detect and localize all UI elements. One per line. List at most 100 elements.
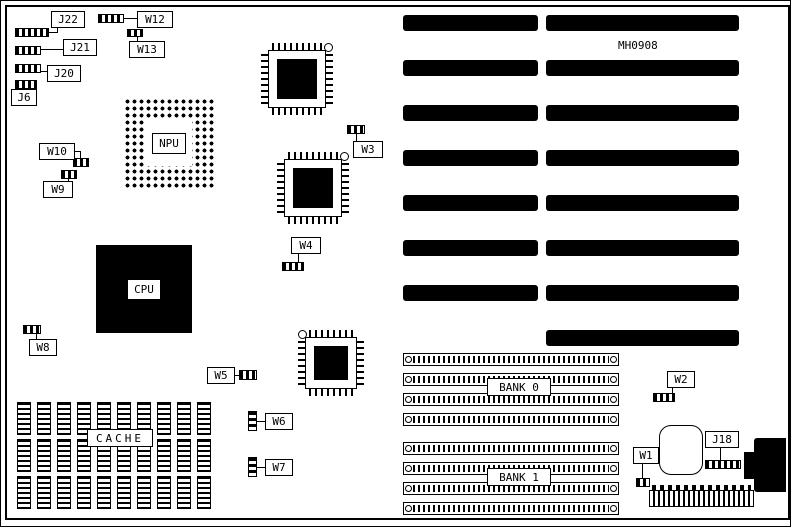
cache-chip — [177, 476, 191, 509]
simm-contacts — [413, 356, 609, 363]
jumper-label-w9: W9 — [43, 181, 73, 198]
cache-chip — [37, 476, 51, 509]
cache-chip — [77, 402, 91, 435]
cache-chip — [57, 439, 71, 472]
expansion-slot — [546, 285, 739, 301]
qfp-body — [305, 337, 357, 389]
simm-contacts — [413, 485, 609, 492]
jumper-pins-w13 — [127, 29, 143, 37]
expansion-slot — [546, 330, 739, 346]
cache-chip — [37, 439, 51, 472]
qfp-pins — [326, 54, 333, 104]
qfp-core — [293, 168, 333, 208]
jumper-label-w1: W1 — [633, 447, 659, 464]
qfp-pins — [357, 341, 364, 385]
jumper-pins-w5 — [239, 370, 257, 380]
leader-line — [124, 18, 137, 19]
qfp-pins — [261, 54, 268, 104]
expansion-slot — [403, 195, 538, 211]
leader-line — [672, 387, 673, 394]
keyboard-connector — [744, 452, 756, 479]
jumper-pins-j18 — [705, 460, 741, 469]
leader-line — [41, 49, 63, 50]
leader-line — [642, 463, 643, 479]
jumper-pins-j6 — [15, 80, 37, 89]
leader-line — [80, 151, 81, 159]
leader-line — [57, 27, 58, 33]
jumper-pins-w9 — [61, 170, 77, 179]
jumper-pins-w6 — [248, 411, 257, 431]
qfp-pins — [288, 152, 338, 159]
jumper-label-w13: W13 — [129, 41, 165, 58]
simm-contacts — [413, 505, 609, 512]
leader-line — [356, 133, 357, 142]
qfp-pins — [277, 163, 284, 213]
leader-line — [257, 467, 266, 468]
simm-socket — [403, 353, 619, 366]
leader-line — [36, 333, 37, 340]
jumper-label-j21: J21 — [63, 39, 97, 56]
power-connector — [649, 485, 754, 507]
jumper-pins-w8 — [23, 325, 41, 334]
cache-chip — [197, 402, 211, 435]
npu-chip-center: NPU — [146, 120, 192, 166]
jumper-pins-j21 — [15, 46, 41, 55]
expansion-slot — [546, 60, 739, 76]
leader-line — [234, 375, 240, 376]
jumper-label-w2: W2 — [667, 371, 695, 388]
cache-chip — [37, 402, 51, 435]
cache-chip — [177, 402, 191, 435]
qfp-pins — [298, 341, 305, 385]
simm-socket — [403, 413, 619, 426]
jumper-label-j22: J22 — [51, 11, 85, 28]
cache-chip — [77, 439, 91, 472]
leader-line — [49, 32, 58, 33]
jumper-label-w12: W12 — [137, 11, 173, 28]
expansion-slot — [403, 105, 538, 121]
simm-contacts — [413, 416, 609, 423]
jumper-label-w4: W4 — [291, 237, 321, 254]
jumper-label-w7: W7 — [265, 459, 293, 476]
expansion-slot — [403, 150, 538, 166]
cache-chip — [157, 476, 171, 509]
cache-array — [17, 402, 211, 509]
qfp-chip — [277, 152, 349, 224]
cache-chip — [57, 476, 71, 509]
jumper-label-w3: W3 — [353, 141, 383, 158]
cache-chip — [97, 476, 111, 509]
expansion-slot — [546, 240, 739, 256]
leader-line — [137, 36, 138, 41]
cpu-label: CPU — [127, 278, 161, 300]
expansion-slot — [403, 285, 538, 301]
qfp-pins — [309, 330, 353, 337]
leader-line — [720, 447, 721, 461]
jumper-label-w6: W6 — [265, 413, 293, 430]
expansion-slot — [546, 15, 739, 31]
qfp-pins — [288, 217, 338, 224]
jumper-label-w5: W5 — [207, 367, 235, 384]
jumper-pins-w4 — [282, 262, 304, 271]
qfp-pins — [272, 108, 322, 115]
expansion-slot — [403, 15, 538, 31]
qfp-pins — [272, 43, 322, 50]
qfp-core — [314, 346, 348, 380]
cache-chip — [137, 476, 151, 509]
pin1-marker-icon — [298, 330, 307, 339]
qfp-pins — [342, 163, 349, 213]
cache-chip — [197, 439, 211, 472]
simm-socket — [403, 502, 619, 515]
jumper-pins-j22 — [15, 28, 49, 37]
pin1-marker-icon — [324, 43, 333, 52]
battery — [659, 425, 703, 475]
cpu-chip: CPU — [96, 245, 192, 333]
jumper-label-w10: W10 — [39, 143, 75, 160]
leader-line — [298, 253, 299, 263]
leader-line — [257, 421, 266, 422]
bank1-label: BANK 1 — [487, 468, 551, 486]
jumper-pins-w3 — [347, 125, 365, 134]
qfp-core — [277, 59, 317, 99]
npu-chip: NPU — [123, 97, 215, 189]
npu-label: NPU — [152, 132, 186, 154]
jumper-pins-j20 — [15, 64, 41, 73]
